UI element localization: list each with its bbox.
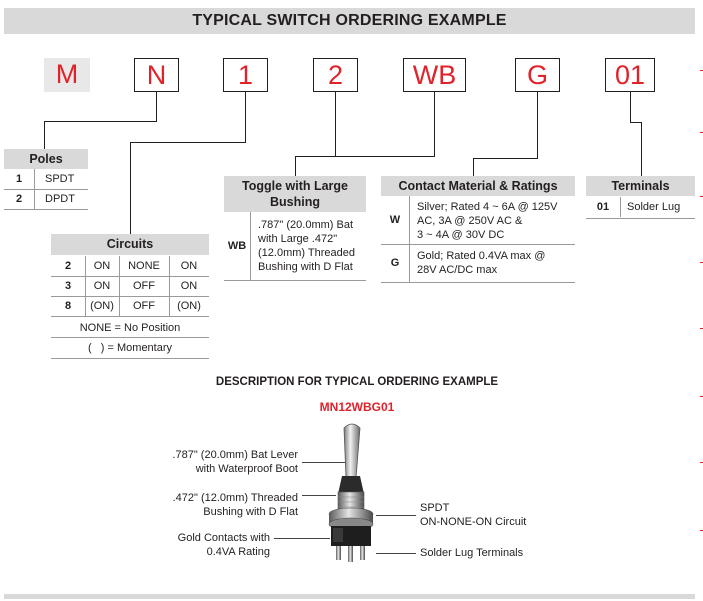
leader-line (302, 462, 348, 463)
contact-desc: Gold; Rated 0.4VA max @ 28V AC/DC max (417, 249, 575, 277)
circuits-table: Circuits 2 ON NONE ON 3 ON OFF ON 8 (ON)… (51, 234, 209, 360)
code-box-terminals: 01 (605, 58, 655, 92)
terminals-title: Terminals (586, 176, 695, 196)
circuit-pos-b: NONE (128, 260, 160, 272)
code-box-poles: N (134, 58, 179, 92)
code-box-actuator: 2 (313, 58, 358, 92)
toggle-desc-line: (12.0mm) Threaded (258, 247, 356, 259)
toggle-desc-line: Bushing with D Flat (258, 261, 353, 273)
terminals-desc: Solder Lug (627, 201, 681, 213)
circuit-pos-c: ON (180, 280, 198, 292)
poles-table: Poles 1 SPDT 2 DPDT (4, 149, 88, 211)
contact-desc-line: Gold; Rated 0.4VA max @ (417, 250, 546, 262)
contact-table: Contact Material & Ratings W Silver; Rat… (381, 176, 575, 284)
toggle-switch-illustration (328, 423, 374, 562)
toggle-title: Toggle with Large Bushing (224, 176, 366, 212)
circuit-pos-a: ON (93, 280, 111, 292)
toggle-title-line: Bushing (270, 195, 320, 209)
circuit-pos-b: OFF (133, 300, 155, 312)
circuit-code: 2 (64, 260, 72, 272)
terminals-code: 01 (596, 201, 610, 213)
leader-line (376, 515, 416, 516)
contact-title: Contact Material & Ratings (381, 176, 575, 196)
label-line: with Waterproof Boot (195, 463, 298, 475)
contact-desc-line: 3 ~ 4A @ 30V DC (417, 229, 505, 241)
toggle-code: WB (227, 240, 247, 252)
poles-desc: SPDT (45, 173, 75, 185)
code-box-contact: G (515, 58, 560, 92)
label-line: Gold Contacts with (177, 532, 270, 544)
label-bat-lever: .787" (20.0mm) Bat Lever with Waterproof… (130, 448, 298, 476)
circuit-pos-c: ON (180, 260, 198, 272)
toggle-table: Toggle with Large Bushing WB .787" (20.0… (224, 176, 366, 282)
label-line: .472" (12.0mm) Threaded (172, 492, 298, 504)
toggle-title-line: Toggle with Large (241, 179, 349, 193)
toggle-desc-line: with Large .472" (258, 233, 338, 245)
circuit-code: 3 (64, 280, 72, 292)
label-line: .787" (20.0mm) Bat Lever (172, 449, 298, 461)
label-circuit: SPDT ON-NONE-ON Circuit (420, 501, 580, 529)
leader-line (376, 553, 416, 554)
terminals-table: Terminals 01 Solder Lug (586, 176, 695, 220)
circuits-title: Circuits (51, 234, 209, 255)
label-line: Solder Lug Terminals (420, 547, 524, 559)
circuit-pos-b: OFF (133, 280, 155, 292)
poles-desc: DPDT (45, 193, 75, 205)
leader-line (274, 538, 330, 539)
circuit-pos-c: (ON) (177, 300, 201, 312)
code-box-toggle: WB (403, 58, 466, 92)
label-line: Bushing with D Flat (203, 506, 298, 518)
label-line: ON-NONE-ON Circuit (420, 516, 527, 528)
footer-bar (4, 594, 695, 599)
label-line: SPDT (420, 502, 450, 514)
toggle-desc-line: .787" (20.0mm) Bat (258, 219, 353, 231)
description-code: MN12WBG01 (319, 400, 395, 414)
circuit-pos-a: (ON) (90, 300, 114, 312)
contact-code: G (390, 257, 400, 269)
code-box-series: M (44, 58, 90, 92)
poles-title: Poles (4, 149, 88, 169)
circuit-code: 8 (64, 300, 72, 312)
toggle-desc: .787" (20.0mm) Bat with Large .472" (12.… (258, 218, 366, 274)
poles-code: 1 (15, 173, 23, 185)
contact-desc-line: AC, 3A @ 250V AC & (417, 215, 523, 227)
header-bar (4, 8, 695, 34)
label-gold-contacts: Gold Contacts with 0.4VA Rating (130, 531, 270, 559)
contact-desc-line: 28V AC/DC max (417, 264, 498, 276)
contact-code: W (389, 214, 401, 226)
circuit-note: NONE = No Position (79, 322, 181, 334)
code-box-circuits: 1 (223, 58, 268, 92)
poles-code: 2 (15, 193, 23, 205)
label-terminals: Solder Lug Terminals (420, 546, 580, 560)
leader-line (302, 495, 336, 496)
label-bushing: .472" (12.0mm) Threaded Bushing with D F… (130, 491, 298, 519)
page-title: TYPICAL SWITCH ORDERING EXAMPLE (192, 12, 507, 29)
circuit-note: ( ) = Momentary (87, 342, 173, 354)
circuit-pos-a: ON (93, 260, 111, 272)
label-line: 0.4VA Rating (206, 546, 270, 558)
description-title: DESCRIPTION FOR TYPICAL ORDERING EXAMPLE (215, 376, 499, 388)
contact-desc: Silver; Rated 4 ~ 6A @ 125V AC, 3A @ 250… (417, 200, 575, 242)
contact-desc-line: Silver; Rated 4 ~ 6A @ 125V (417, 201, 558, 213)
